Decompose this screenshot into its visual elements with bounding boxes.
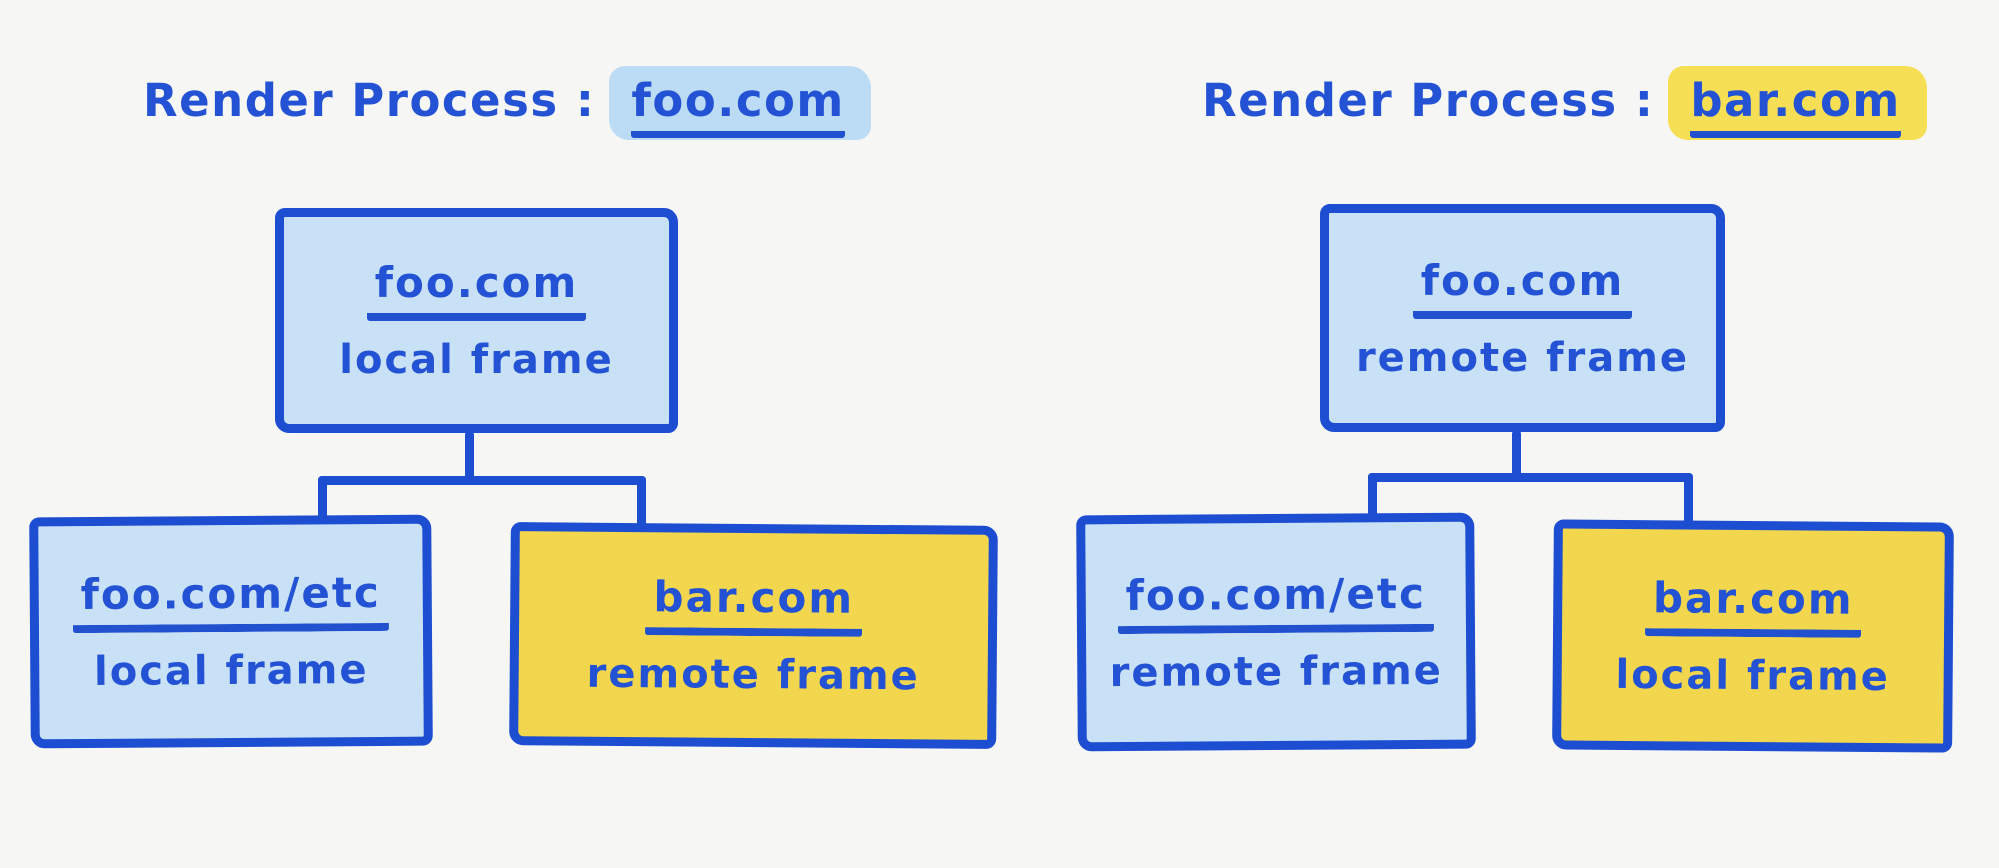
frame-node-root-foo-local: foo.com local frame — [275, 208, 678, 433]
frame-node-domain: foo.com/etc — [72, 567, 390, 634]
connector-drop-left — [318, 476, 327, 522]
render-process-title-bar: Render Process : bar.com — [1202, 66, 1927, 140]
frame-node-type: remote frame — [1109, 647, 1443, 696]
connector-drop-right — [1684, 473, 1693, 527]
frame-node-type: local frame — [93, 647, 369, 695]
frame-node-domain: foo.com — [1412, 256, 1633, 319]
frame-node-foo-etc-remote: foo.com/etc remote frame — [1076, 512, 1476, 752]
frame-node-domain: bar.com — [645, 572, 863, 637]
connector-bar — [318, 476, 646, 485]
render-process-title-foo: Render Process : foo.com — [143, 66, 871, 140]
connector-bar — [1368, 473, 1693, 482]
connector-stem — [465, 431, 474, 482]
frame-node-domain: bar.com — [1644, 572, 1862, 638]
connector-drop-right — [637, 476, 646, 532]
frame-node-type: remote frame — [586, 650, 920, 700]
title-prefix: Render Process : — [143, 74, 596, 127]
frame-node-domain: foo.com/etc — [1117, 568, 1435, 634]
frame-node-domain: foo.com — [366, 258, 587, 321]
title-domain: bar.com — [1690, 74, 1901, 138]
frame-node-type: local frame — [1615, 651, 1891, 700]
frame-node-type: local frame — [339, 337, 614, 383]
title-domain-highlight: bar.com — [1668, 66, 1927, 140]
frame-node-root-foo-remote: foo.com remote frame — [1320, 204, 1725, 432]
frame-node-bar-local: bar.com local frame — [1552, 519, 1954, 753]
connector-drop-left — [1368, 473, 1377, 518]
frame-node-bar-remote: bar.com remote frame — [509, 522, 998, 749]
title-domain: foo.com — [631, 74, 845, 138]
title-prefix: Render Process : — [1202, 74, 1655, 127]
connector-stem — [1512, 430, 1521, 480]
frame-node-type: remote frame — [1355, 334, 1690, 381]
frame-node-foo-etc-local: foo.com/etc local frame — [29, 514, 433, 749]
title-domain-highlight: foo.com — [609, 66, 871, 140]
